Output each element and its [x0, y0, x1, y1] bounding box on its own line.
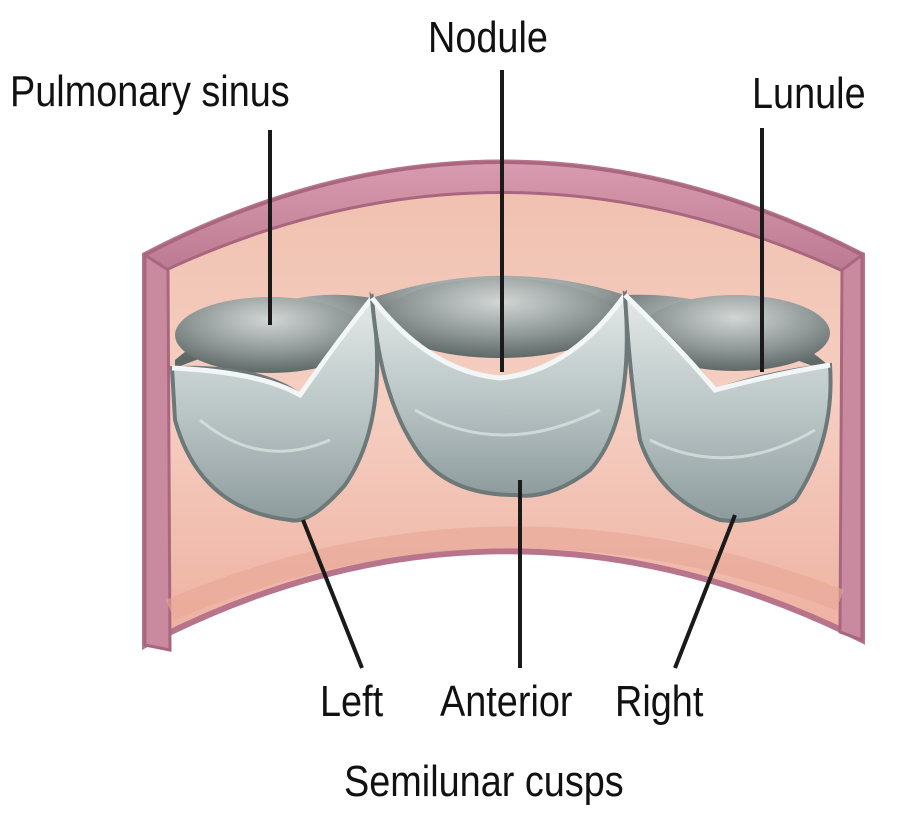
left-cusp-label: Left [320, 680, 383, 724]
nodule-label: Nodule [428, 16, 548, 60]
right-cusp-label: Right [615, 680, 703, 724]
lunule-label: Lunule [752, 72, 866, 116]
anterior-cusp-label: Anterior [440, 680, 573, 724]
pulmonary-sinus-label: Pulmonary sinus [10, 70, 290, 114]
diagram-caption: Semilunar cusps [344, 760, 624, 804]
